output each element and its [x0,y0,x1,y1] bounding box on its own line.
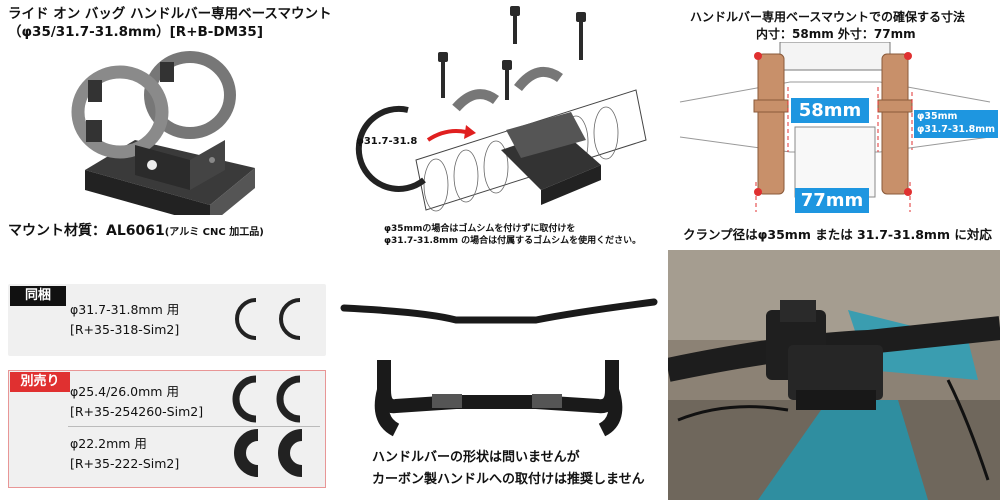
thick-shim-icon [234,429,303,477]
install-note-318: φ31.7-31.8mm の場合は付属するゴムシムを使用ください。 [384,236,642,246]
sold-shim-code-2: [R+35-222-Sim2] [70,456,180,471]
clamp-note: クランプ径はφ35mm または 31.7-31.8mm に対応 [683,227,992,242]
diameter-label: φ35mm φ31.7-31.8mm [914,110,998,138]
handlebar-note-shape: ハンドルバーの形状は問いませんが [372,450,580,465]
included-tag: 同梱 [10,286,66,306]
dimension-diagram [679,42,991,212]
sold-shim-size-1: φ25.4/26.0mm 用 [70,384,179,399]
mounted-photo [668,250,1000,500]
included-shim-size: φ31.7-31.8mm 用 [70,302,180,317]
inner-dimension-label: 58mm [791,98,869,123]
material-label: マウント材質：AL6061 [8,223,165,239]
dimension-subtitle: 内寸：58mm 外寸：77mm [756,27,916,41]
shim-divider [68,426,320,427]
thin-shim-icon [235,298,301,340]
mount-product-illustration [71,51,255,215]
material-detail: (アルミ CNC 加工品) [164,227,264,238]
included-shim-code: [R+35-318-Sim2] [70,322,180,337]
medium-shim-icon [232,375,301,423]
sold-shim-code-1: [R+35-254260-Sim2] [70,404,204,419]
sold-shim-size-2: φ22.2mm 用 [70,436,147,451]
shim-diameter-label: φ31.7-31.8 [356,136,418,147]
outer-dimension-label: 77mm [795,188,869,213]
diameter-318: φ31.7-31.8mm [917,124,996,135]
dimension-title: ハンドルバー専用ベースマウントでの確保する寸法 [690,10,966,24]
material-spec: マウント材質：AL6061(アルミ CNC 加工品) [8,220,264,240]
installation-diagram [355,6,647,212]
handlebar-illustrations [340,298,658,437]
product-subtitle: （φ35/31.7-31.8mm）[R+B-DM35] [8,24,263,40]
sold-separately-tag: 別売り [10,372,70,392]
product-title: ライド オン バッグ ハンドルバー専用ベースマウント [8,6,332,22]
handlebar-note-carbon: カーボン製ハンドルへの取付けは推奨しません [372,472,645,487]
diameter-35: φ35mm [917,111,958,122]
install-note-35: φ35mmの場合はゴムシムを付けずに取付けを [384,224,576,234]
